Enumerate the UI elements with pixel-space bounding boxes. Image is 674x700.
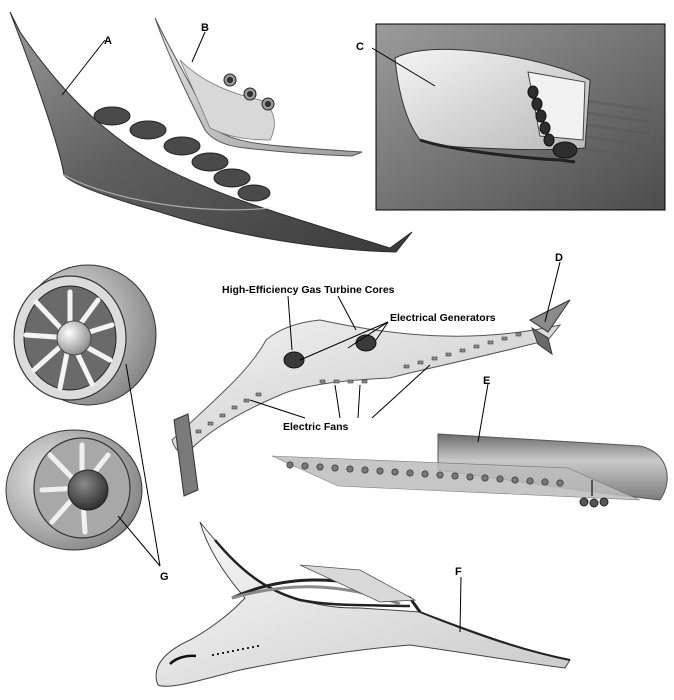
fan-engine-upper [13, 264, 157, 406]
label-d: D [555, 252, 563, 264]
aircraft-a-engines [93, 106, 271, 202]
callout-gas-turbine-cores: High-Efficiency Gas Turbine Cores [222, 284, 395, 296]
panel-c [375, 23, 666, 211]
leader-fans-1 [249, 399, 306, 419]
aircraft-f [155, 521, 571, 687]
aircraft-f-windows [212, 645, 259, 656]
aircraft-a-wing [9, 11, 413, 253]
label-g: G [160, 571, 169, 583]
aircraft-d-turbine-cores [283, 334, 377, 369]
aircraft-a [9, 11, 413, 253]
aircraft-b-engines [223, 73, 275, 111]
callout-electrical-generators: Electrical Generators [390, 312, 496, 324]
panel-c-fans [527, 85, 578, 159]
callout-electric-fans: Electric Fans [283, 421, 349, 433]
label-e: E [483, 375, 490, 387]
aircraft-b [154, 17, 363, 157]
leader-c [371, 47, 436, 87]
leader-fans-3 [357, 384, 361, 419]
fan-engine-lower [5, 429, 143, 551]
leader-f [459, 576, 462, 633]
leader-g-1 [125, 363, 161, 567]
aircraft-d-fan-row [195, 332, 522, 434]
leader-a [61, 39, 106, 96]
aircraft-d-wing [171, 319, 562, 454]
leader-gen-2 [347, 321, 389, 349]
leader-gen-1 [299, 321, 389, 361]
leader-gen-3 [375, 321, 389, 341]
label-f: F [455, 566, 462, 578]
label-b: B [201, 22, 209, 34]
leader-g-2 [117, 515, 161, 567]
leader-fans-4 [371, 364, 431, 419]
aircraft-d [171, 299, 571, 497]
aircraft-e-fan-row [286, 461, 564, 487]
leader-cores-2 [337, 295, 357, 331]
label-c: C [356, 41, 364, 53]
leader-cores-1 [287, 295, 293, 351]
label-a: A [104, 35, 112, 47]
leader-b [191, 31, 206, 63]
leader-d [544, 261, 561, 323]
aircraft-e-landing-gear [579, 480, 609, 508]
leader-e [477, 383, 489, 443]
aircraft-e [271, 433, 668, 508]
aircraft-f-body [155, 521, 571, 687]
leader-fans-2 [334, 384, 341, 419]
